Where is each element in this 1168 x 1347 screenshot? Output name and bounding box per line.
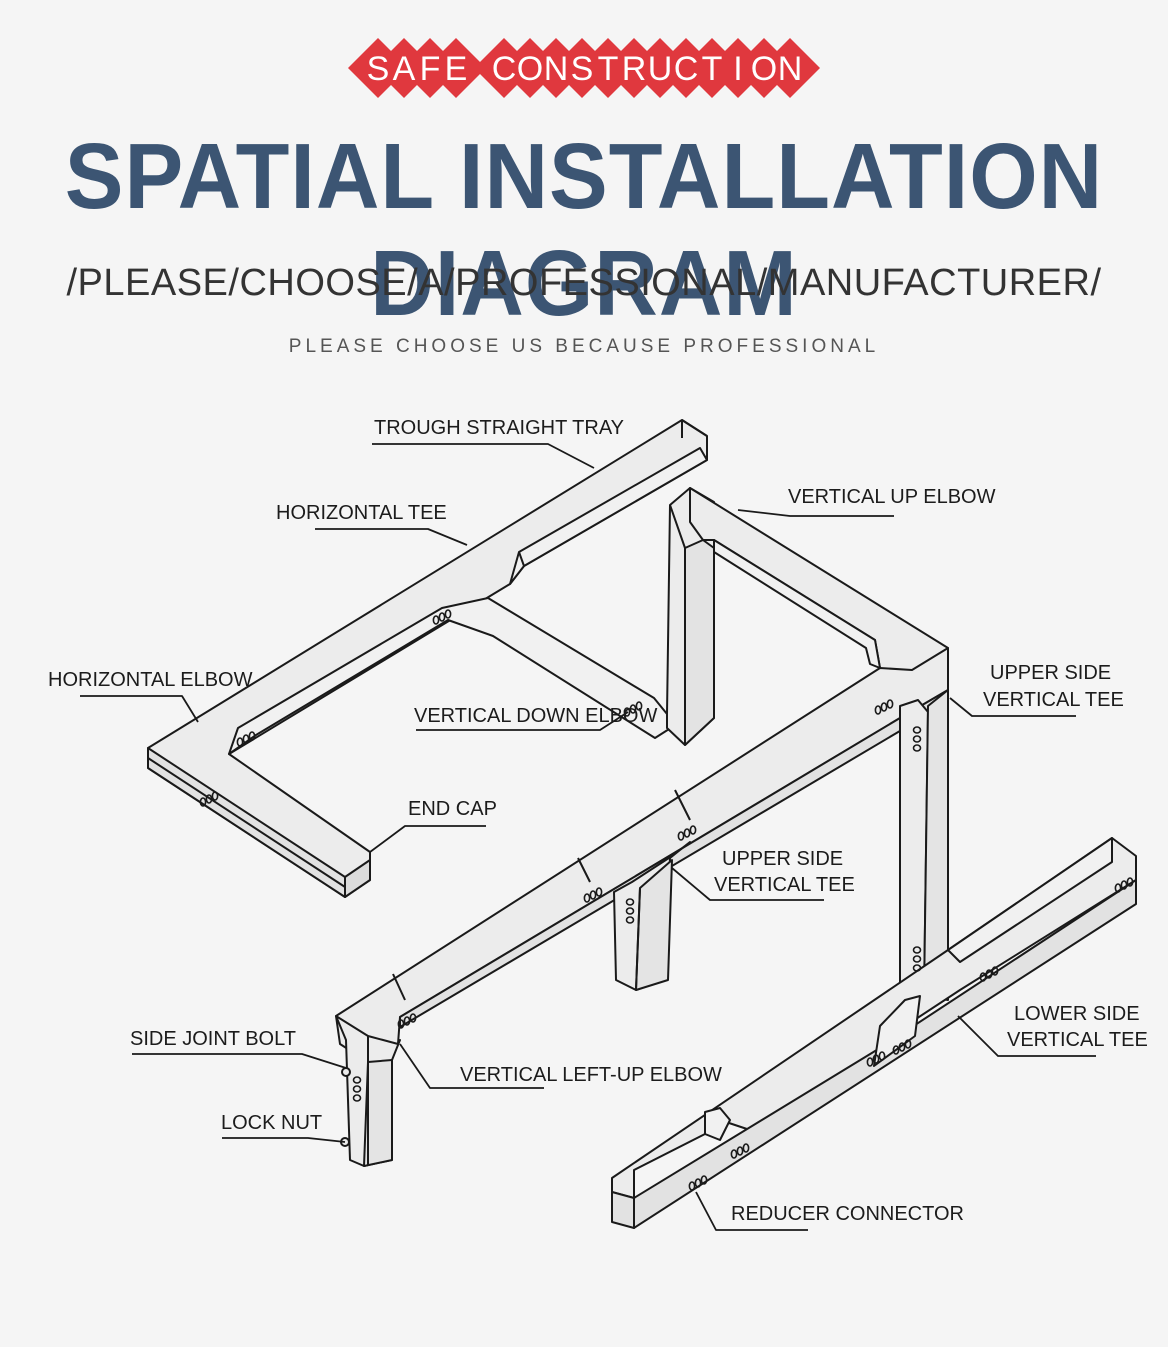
tray-end-face	[344, 859, 371, 898]
right-vertical-post	[899, 689, 949, 1013]
label-vertical-left-up-elbow: VERTICAL LEFT-UP ELBOW	[460, 1064, 722, 1086]
label-upper-side-vertical-tee-1a: UPPER SIDE	[990, 662, 1111, 684]
badge-letter: O	[751, 50, 777, 88]
label-vertical-down-elbow: VERTICAL DOWN ELBOW	[414, 705, 657, 727]
badge-letter: C	[674, 50, 699, 88]
page-subtitle: /PLEASE/CHOOSE/A/PROFESSIONAL/MANUFACTUR…	[66, 262, 1102, 304]
label-lower-side-vertical-tee-b: VERTICAL TEE	[1007, 1029, 1148, 1051]
label-reducer-connector: REDUCER CONNECTOR	[731, 1203, 964, 1225]
upper-side-vertical-tee-leg	[613, 841, 691, 991]
leader-lines	[80, 443, 1096, 1231]
label-upper-side-vertical-tee-2b: VERTICAL TEE	[714, 874, 855, 896]
vertical-up-elbow	[689, 487, 949, 691]
badge-letter: C	[492, 50, 517, 88]
label-end-cap: END CAP	[408, 798, 497, 820]
installation-diagram: TROUGH STRAIGHT TRAY HORIZONTAL TEE VERT…	[0, 380, 1168, 1347]
page-tagline: PLEASE CHOOSE US BECAUSE PROFESSIONAL	[288, 336, 880, 357]
vertical-left-up-elbow	[335, 1015, 401, 1167]
label-trough-straight-tray: TROUGH STRAIGHT TRAY	[374, 417, 624, 439]
label-lock-nut: LOCK NUT	[221, 1112, 322, 1134]
badge-letter: F	[420, 50, 441, 88]
horizontal-tee-inner-wall	[509, 447, 708, 585]
badge-letter: A	[393, 50, 416, 88]
badge-letter: N	[778, 50, 803, 88]
badge-letter: S	[367, 50, 390, 88]
label-upper-side-vertical-tee-1b: VERTICAL TEE	[983, 689, 1124, 711]
upper-tray-loop	[147, 419, 708, 898]
label-side-joint-bolt: SIDE JOINT BOLT	[130, 1028, 296, 1050]
label-horizontal-elbow: HORIZONTAL ELBOW	[48, 669, 253, 691]
badge-diamonds	[348, 38, 820, 98]
badge-letter: O	[517, 50, 543, 88]
badge-diamond	[426, 38, 486, 98]
badge-letter: R	[622, 50, 647, 88]
badge-letter: I	[733, 50, 742, 88]
badge-letter: E	[445, 50, 468, 88]
vertical-down-elbow	[666, 487, 715, 746]
label-lower-side-vertical-tee-a: LOWER SIDE	[1014, 1003, 1140, 1025]
label-vertical-up-elbow: VERTICAL UP ELBOW	[788, 486, 996, 508]
badge-letter: N	[544, 50, 569, 88]
badge-letter: U	[648, 50, 673, 88]
badge-letter: T	[702, 50, 723, 88]
side-joint-bolt-dot	[341, 1067, 351, 1077]
badge-diamond	[760, 38, 820, 98]
page-title: SPATIAL INSTALLATION DIAGRAM	[64, 123, 1104, 335]
badge-letter: S	[571, 50, 594, 88]
label-upper-side-vertical-tee-2a: UPPER SIDE	[722, 848, 843, 870]
diagram-labels: TROUGH STRAIGHT TRAY HORIZONTAL TEE VERT…	[48, 417, 1148, 1225]
badge-letter: T	[598, 50, 619, 88]
label-horizontal-tee: HORIZONTAL TEE	[276, 502, 447, 524]
